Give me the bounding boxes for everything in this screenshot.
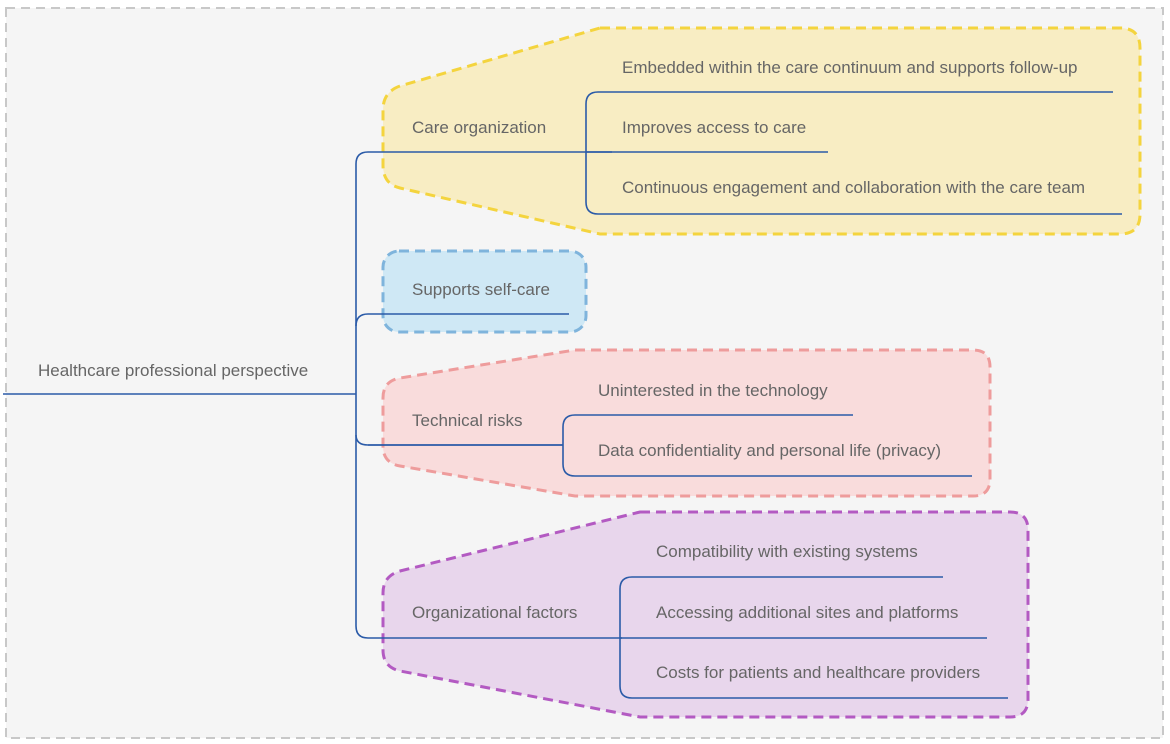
group-label-care-organization: Care organization (412, 118, 547, 137)
root-trunk (355, 151, 369, 639)
org-item-label: Compatibility with existing systems (656, 542, 918, 561)
care-item-label: Embedded within the care continuum and s… (622, 58, 1078, 77)
org-item-label: Costs for patients and healthcare provid… (656, 663, 981, 682)
connectors (3, 91, 1122, 699)
care-organization-bracket (585, 91, 599, 215)
care-item-label: Continuous engagement and collaboration … (622, 178, 1086, 197)
organizational-factors-region (381, 510, 1030, 719)
root-to-self-care (355, 313, 569, 327)
supports-self-care-region (381, 249, 588, 334)
tech-item-label: Uninterested in the technology (598, 381, 828, 400)
tech-item-label: Data confidentiality and personal life (… (598, 441, 942, 460)
group-label-supports-self-care: Supports self-care (412, 280, 550, 299)
org-item-label: Accessing additional sites and platforms (656, 603, 959, 622)
group-label-technical-risks: Technical risks (412, 411, 523, 430)
technical-risks-bracket (562, 414, 576, 477)
group-label-organizational-factors: Organizational factors (412, 603, 578, 622)
root-label: Healthcare professional perspective (38, 361, 309, 380)
care-item-label: Improves access to care (622, 118, 807, 137)
root-to-technical-risks (355, 434, 563, 446)
technical-risks-region (381, 348, 992, 498)
care-organization-region (381, 26, 1142, 236)
